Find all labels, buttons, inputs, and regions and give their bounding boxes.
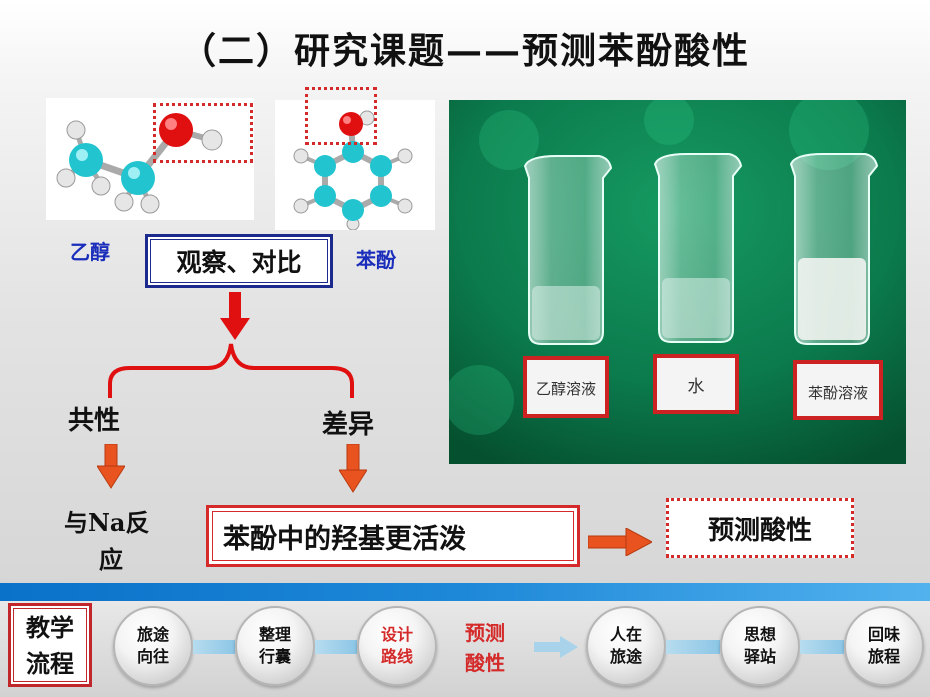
nav-step-3-line1: 设计 — [380, 625, 413, 644]
nav-step-1[interactable]: 旅途向往 — [113, 606, 193, 686]
split-brace-icon — [108, 343, 354, 398]
nav-label-line2: 流程 — [26, 649, 74, 678]
teaching-flow-label: 教学 流程 — [8, 603, 92, 687]
phenol-label: 苯酚 — [356, 248, 396, 272]
nav-step-current-line2: 酸性 — [465, 651, 505, 675]
photo-label-phenol: 苯酚溶液 — [808, 384, 868, 402]
observe-compare-box: 观察、对比 — [145, 234, 333, 288]
down-arrow-icon — [97, 444, 125, 489]
down-arrow-icon — [220, 292, 250, 340]
nav-step-3-line2: 路线 — [380, 647, 413, 666]
nav-step-current[interactable]: 预测 酸性 — [452, 618, 518, 678]
nav-step-6-line1: 思想 — [743, 625, 776, 644]
nav-step-6-line2: 驿站 — [743, 647, 776, 666]
nav-step-1-line2: 向往 — [136, 647, 169, 666]
nav-arrow-icon — [534, 636, 578, 658]
nav-step-5-line1: 人在 — [609, 625, 642, 644]
nav-step-3[interactable]: 设计路线 — [357, 606, 437, 686]
phenol-model-icon — [293, 110, 413, 231]
nav-step-7[interactable]: 回味旅程 — [844, 606, 924, 686]
phenol-molecule — [275, 100, 435, 231]
ethanol-label: 乙醇 — [70, 240, 110, 264]
nav-step-7-line1: 回味 — [867, 625, 900, 644]
ethanol-oh-highlight — [153, 103, 253, 163]
nav-label-line1: 教学 — [26, 613, 74, 642]
nav-step-current-line1: 预测 — [465, 621, 505, 645]
difference-label: 差异 — [322, 410, 375, 440]
claim-box: 苯酚中的羟基更活泼 — [206, 505, 580, 567]
nav-connector — [193, 640, 235, 654]
nav-step-6[interactable]: 思想驿站 — [720, 606, 800, 686]
common-result-line1: 与Na反 — [64, 508, 150, 537]
photo-label-ethanol: 乙醇溶液 — [536, 380, 596, 398]
nav-step-5-line2: 旅途 — [609, 647, 642, 666]
nav-step-5[interactable]: 人在旅途 — [586, 606, 666, 686]
prediction-box: 预测酸性 — [666, 498, 854, 558]
nav-connector — [800, 640, 844, 654]
beakers-photo-image: 乙醇溶液 水 苯酚溶液 — [449, 100, 906, 464]
nav-connector — [315, 640, 357, 654]
down-arrow-icon — [339, 444, 367, 493]
nav-step-2[interactable]: 整理行囊 — [235, 606, 315, 686]
nav-step-2-line1: 整理 — [258, 625, 291, 644]
common-result-line2: 应 — [99, 545, 123, 574]
ethanol-molecule — [46, 98, 254, 220]
ethanol-model-icon — [56, 113, 223, 214]
photo-label-water: 水 — [688, 377, 705, 397]
nav-connector — [666, 640, 720, 654]
nav-step-1-line1: 旅途 — [136, 625, 169, 644]
nav-step-7-line2: 旅程 — [867, 647, 900, 666]
common-label: 共性 — [68, 406, 121, 436]
nav-stripe — [0, 583, 930, 601]
phenol-oh-highlight — [305, 87, 377, 145]
page-title: （二）研究课题——预测苯酚酸性 — [179, 30, 750, 72]
right-arrow-icon — [588, 528, 652, 556]
nav-step-2-line2: 行囊 — [258, 647, 291, 666]
beaker-photo: 乙醇溶液 水 苯酚溶液 — [449, 100, 906, 464]
